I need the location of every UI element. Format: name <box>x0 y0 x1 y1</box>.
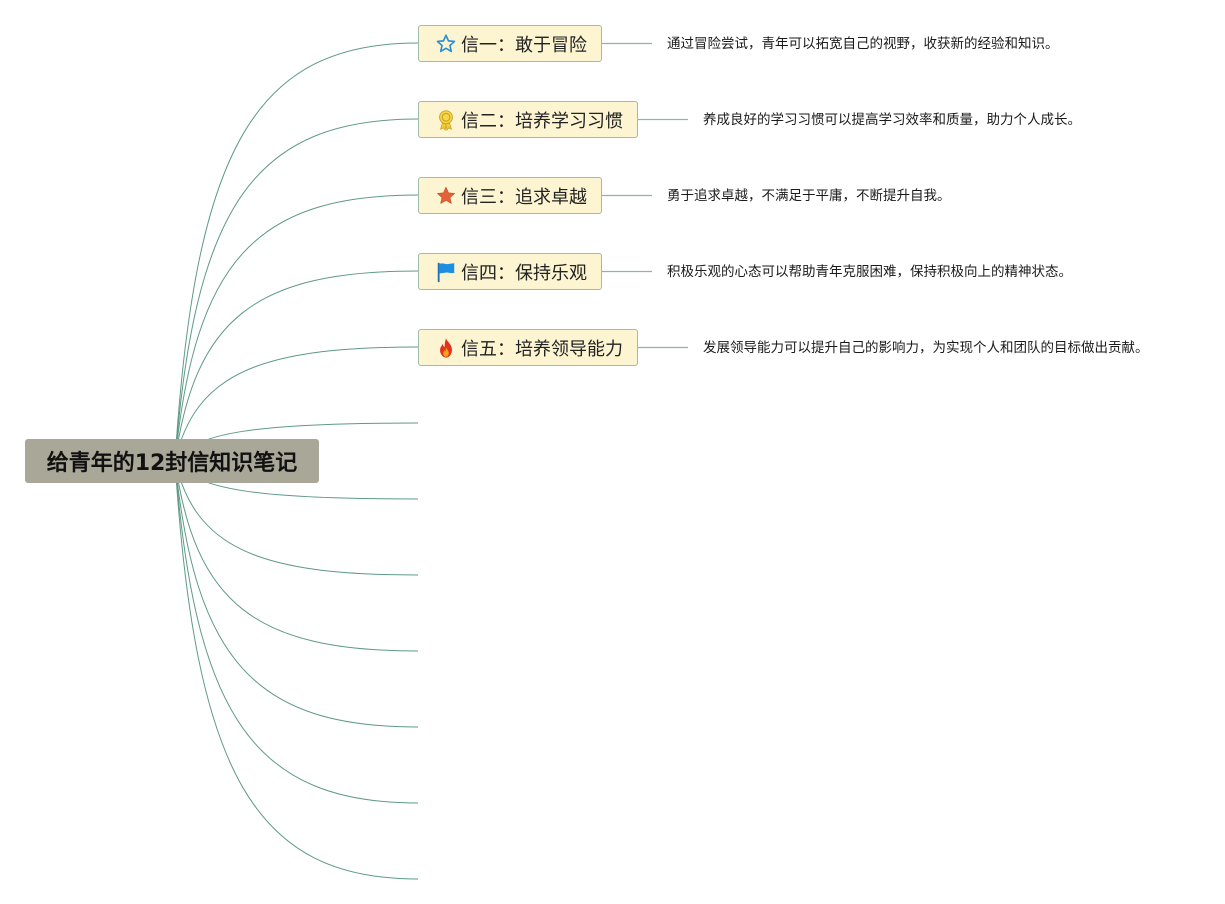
root-topic[interactable]: 给青年的12封信知识笔记 <box>25 439 319 483</box>
branch-note: 积极乐观的心态可以帮助青年克服困难，保持积极向上的精神状态。 <box>667 264 1072 280</box>
root-topic-title: 给青年的12封信知识笔记 <box>46 451 298 476</box>
empty-branch-connector <box>174 460 419 804</box>
award-ribbon-icon <box>435 109 457 131</box>
empty-branch-connector <box>174 460 419 576</box>
branch-topic-label: 信五：培养领导能力 <box>461 338 623 360</box>
branch-topic-letter-1[interactable]: 信一：敢于冒险 <box>418 25 602 62</box>
branch-connector <box>174 194 419 462</box>
fire-icon <box>435 337 457 359</box>
star-outline-icon <box>435 33 457 55</box>
branch-connector <box>174 346 419 462</box>
branch-topic-letter-2[interactable]: 信二：培养学习习惯 <box>418 101 638 138</box>
empty-branch-connector <box>174 460 419 728</box>
branch-connector <box>174 42 419 462</box>
branch-topic-label: 信三：追求卓越 <box>461 186 587 208</box>
branch-connector <box>174 270 419 462</box>
branch-topic-letter-4[interactable]: 信四：保持乐观 <box>418 253 602 290</box>
empty-branch-connector <box>174 460 419 652</box>
branch-note: 通过冒险尝试，青年可以拓宽自己的视野，收获新的经验和知识。 <box>667 36 1059 52</box>
empty-branch-connector <box>174 460 419 880</box>
branch-note: 发展领导能力可以提升自己的影响力，为实现个人和团队的目标做出贡献。 <box>703 340 1149 356</box>
branch-topic-label: 信四：保持乐观 <box>461 262 587 284</box>
branch-topic-label: 信二：培养学习习惯 <box>461 110 623 132</box>
star-filled-icon <box>435 185 457 207</box>
branch-topic-letter-5[interactable]: 信五：培养领导能力 <box>418 329 638 366</box>
flag-icon <box>435 261 457 283</box>
branch-topic-label: 信一：敢于冒险 <box>461 34 587 56</box>
branch-topic-letter-3[interactable]: 信三：追求卓越 <box>418 177 602 214</box>
branch-note: 养成良好的学习习惯可以提高学习效率和质量，助力个人成长。 <box>703 112 1081 128</box>
branch-connector <box>174 118 419 462</box>
branch-note: 勇于追求卓越，不满足于平庸，不断提升自我。 <box>667 188 951 204</box>
